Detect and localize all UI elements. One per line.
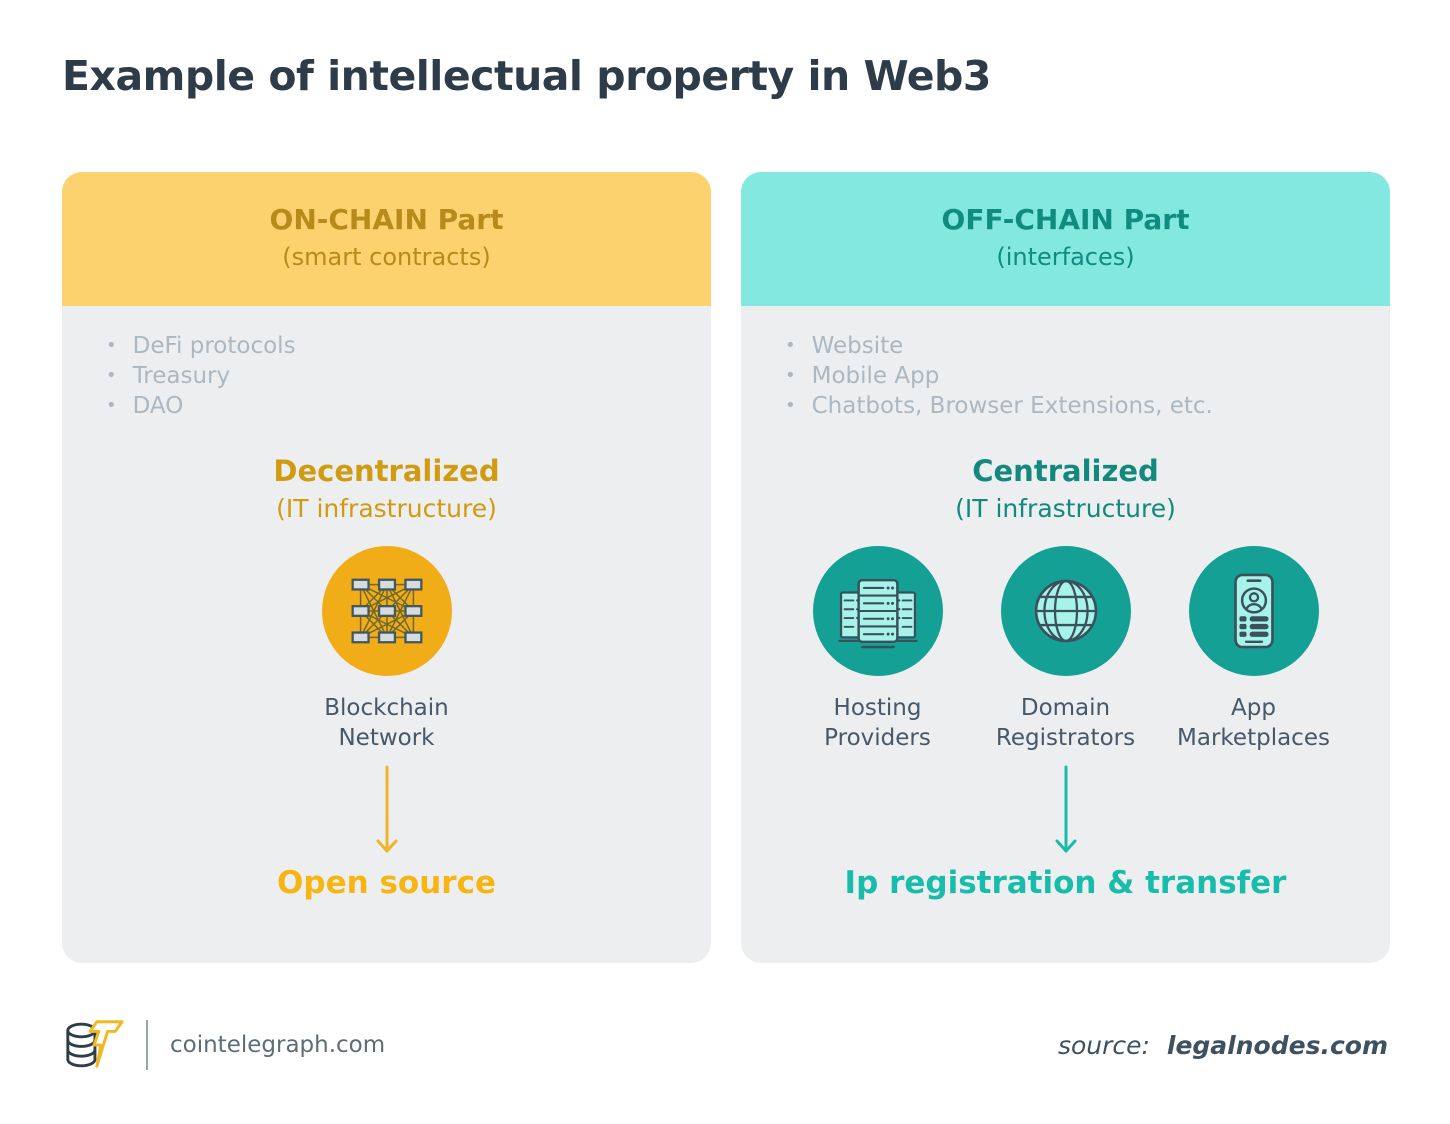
panels-container: ON-CHAIN Part (smart contracts) • DeFi p… [62, 172, 1390, 963]
on-chain-header: ON-CHAIN Part (smart contracts) [62, 172, 711, 306]
open-source-label: Open source [277, 865, 496, 901]
domain-registrators-node: Domain Registrators [972, 546, 1160, 753]
off-chain-panel: OFF-CHAIN Part (interfaces) • Website • … [741, 172, 1390, 963]
blockchain-network-node: Blockchain Network [257, 546, 517, 753]
list-item: • DAO [106, 391, 296, 421]
bullet-text: Treasury [132, 363, 231, 389]
source-credit: source: legalnodes.com [1058, 1031, 1388, 1060]
on-chain-body: • DeFi protocols • Treasury • DAO Decent… [62, 306, 711, 963]
centralized-subheading: (IT infrastructure) [955, 494, 1176, 523]
list-item: • DeFi protocols [106, 331, 296, 361]
bullet-icon: • [106, 335, 117, 356]
on-chain-bullet-list: • DeFi protocols • Treasury • DAO [106, 331, 296, 421]
bullet-text: DeFi protocols [132, 333, 296, 359]
bullet-icon: • [106, 395, 117, 416]
on-chain-header-title: ON-CHAIN Part [269, 203, 504, 236]
bullet-text: Mobile App [811, 363, 940, 389]
centralized-heading: Centralized [972, 454, 1159, 488]
blockchain-network-icon [321, 546, 452, 676]
off-chain-bullet-list: • Website • Mobile App • Chatbots, Brows… [785, 331, 1213, 421]
down-arrow-icon [376, 765, 397, 853]
globe-icon [1000, 546, 1131, 676]
bullet-icon: • [785, 395, 796, 416]
off-chain-header-title: OFF-CHAIN Part [941, 203, 1190, 236]
divider [146, 1020, 148, 1070]
brand-block: cointelegraph.com [62, 1014, 385, 1076]
domain-registrators-label: Domain Registrators [995, 695, 1136, 751]
footer-site: cointelegraph.com [170, 1032, 386, 1058]
list-item: • Mobile App [785, 361, 1213, 391]
on-chain-panel: ON-CHAIN Part (smart contracts) • DeFi p… [62, 172, 711, 963]
smartphone-icon [1188, 546, 1319, 676]
list-item: • Website [785, 331, 1213, 361]
off-chain-header: OFF-CHAIN Part (interfaces) [741, 172, 1390, 306]
hosting-providers-node: Hosting Providers [784, 546, 972, 753]
off-chain-icons-row: Hosting Providers Domain Registrators [784, 546, 1348, 753]
page-title: Example of intellectual property in Web3 [62, 52, 991, 100]
off-chain-body: • Website • Mobile App • Chatbots, Brows… [741, 306, 1390, 963]
source-value: legalnodes.com [1166, 1030, 1388, 1060]
hosting-providers-label: Hosting Providers [824, 695, 931, 751]
bullet-text: DAO [132, 393, 184, 419]
bullet-icon: • [106, 365, 117, 386]
bullet-icon: • [785, 335, 796, 356]
bullet-text: Website [811, 333, 904, 359]
down-arrow-icon [1055, 765, 1076, 853]
bullet-icon: • [785, 365, 796, 386]
source-label: source: [1057, 1030, 1150, 1060]
footer: cointelegraph.com source: legalnodes.com [62, 1012, 1388, 1078]
server-rack-icon [812, 546, 943, 676]
decentralized-subheading: (IT infrastructure) [276, 494, 497, 523]
app-marketplaces-node: App Marketplaces [1160, 546, 1348, 753]
bullet-text: Chatbots, Browser Extensions, etc. [811, 393, 1213, 419]
app-marketplaces-label: App Marketplaces [1177, 695, 1330, 751]
list-item: • Chatbots, Browser Extensions, etc. [785, 391, 1213, 421]
blockchain-network-label: Blockchain Network [324, 695, 449, 751]
on-chain-header-subtitle: (smart contracts) [282, 243, 491, 271]
ip-registration-label: Ip registration & transfer [844, 865, 1287, 901]
list-item: • Treasury [106, 361, 296, 391]
cointelegraph-logo [66, 1020, 124, 1068]
decentralized-heading: Decentralized [273, 454, 500, 488]
on-chain-icons-row: Blockchain Network [257, 546, 517, 753]
off-chain-header-subtitle: (interfaces) [996, 243, 1135, 271]
